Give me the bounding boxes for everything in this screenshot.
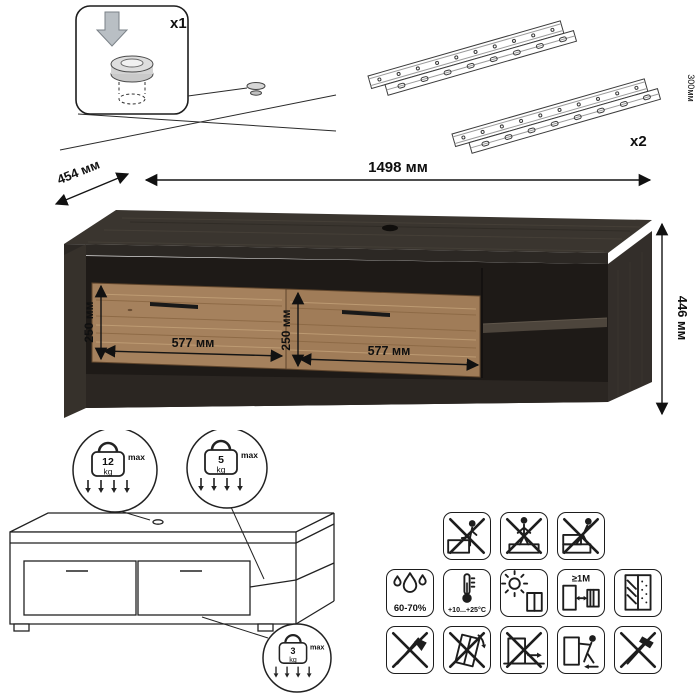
open-shelf <box>483 318 607 333</box>
depth-dimension-label: 454 мм <box>55 157 102 188</box>
adjustable-foot-icon <box>110 55 154 105</box>
drawer-left-height-label: 250 мм <box>82 301 96 342</box>
drawer-left-width-arrow <box>102 345 284 362</box>
drawer-load-max: max <box>310 643 324 652</box>
base-panel <box>86 374 608 408</box>
no-axe-icon <box>386 626 434 674</box>
leader-drawer-load <box>201 616 269 639</box>
foot-qty-label: x1 <box>170 15 187 32</box>
drawer-right-width-arrow <box>298 353 480 371</box>
drawer-load-unit: kg <box>289 655 297 664</box>
mounting-hole-icon <box>118 93 146 105</box>
avoid-sunlight-icon <box>500 569 548 617</box>
top-load-max: max <box>128 452 145 462</box>
depth-dimension-arrow <box>54 172 130 206</box>
outline-shelf <box>249 579 297 588</box>
no-hammer-icon <box>614 626 662 674</box>
outline-drawer-right <box>137 560 251 616</box>
drawer-load-weight-icon: 3 kg max <box>273 634 324 678</box>
tv-stand-render <box>64 210 652 418</box>
callout-leader-line <box>187 87 248 97</box>
product-dimensions-diagram: 1498 мм 454 мм 446 мм 250 мм 250 мм 577 … <box>54 157 690 418</box>
top-panel-edge <box>64 244 608 264</box>
top-load-value: 12 <box>102 456 114 468</box>
drawer-left-width-label: 577 мм <box>172 336 215 350</box>
foot-on-panel-icon <box>246 82 266 96</box>
shelf-load-weight-icon: 5 kg max <box>198 439 258 491</box>
slides-qty-label: x2 <box>630 133 647 150</box>
no-sitting-icon <box>443 512 491 560</box>
left-side-panel <box>64 244 86 418</box>
drawer-load-value: 3 <box>291 646 296 656</box>
shelf-load-max: max <box>241 450 258 460</box>
drawer-right-width-label: 577 мм <box>368 344 411 358</box>
drawer-slides-diagram: x2 300мм <box>367 20 696 154</box>
insert-arrow-icon <box>95 11 129 47</box>
slide-length-label: 300мм <box>686 74 696 101</box>
panel-edge-line-2 <box>77 113 337 132</box>
top-load-weight-icon: 12 kg max <box>85 441 145 493</box>
drawer-left-handle-icon <box>150 302 198 309</box>
top-load-unit: kg <box>104 467 113 477</box>
no-standing-icon <box>500 512 548 560</box>
humidity-label: 60-70% <box>394 602 427 613</box>
drawer-slide-icon-1 <box>367 20 578 96</box>
outline-drawer-left <box>23 560 137 616</box>
foot-callout-diagram: x1 <box>59 5 337 151</box>
outline-cable-hole <box>152 519 164 525</box>
temperature-icon: +10...+25°C <box>443 569 491 617</box>
humidity-icon: 60-70% <box>386 569 434 617</box>
tv-stand-outline <box>9 512 335 632</box>
cable-hole <box>382 224 398 232</box>
load-limits-diagram: 12 kg max 5 kg max <box>9 430 335 693</box>
shelf-load-value: 5 <box>218 454 224 466</box>
drawer-left <box>91 282 287 370</box>
heat-distance-icon: ≥1M <box>557 569 605 617</box>
no-dragging-icon <box>500 626 548 674</box>
shelf-load-unit: kg <box>217 465 226 475</box>
assembly-scheme-icon <box>614 569 662 617</box>
push-carefully-icon <box>557 626 605 674</box>
dimension-arrows <box>54 172 669 416</box>
top-panel <box>64 210 652 253</box>
no-tipping-icon <box>443 626 491 674</box>
no-climbing-icon <box>557 512 605 560</box>
drawer-slide-icon-2 <box>451 78 662 154</box>
leader-shelf-load <box>230 506 265 580</box>
outline-foot-right <box>257 623 274 632</box>
outline-foot-left <box>13 623 30 632</box>
drawer-right-handle-icon <box>342 310 390 317</box>
panel-edge-line <box>59 94 337 151</box>
width-dimension-label: 1498 мм <box>368 159 428 176</box>
heat-distance-label: ≥1M <box>572 573 590 584</box>
drawer-right-height-label: 250 мм <box>279 309 293 350</box>
leader-top-load <box>119 510 151 521</box>
height-dimension-label: 446 мм <box>675 296 690 341</box>
temperature-label: +10...+25°C <box>448 606 486 614</box>
